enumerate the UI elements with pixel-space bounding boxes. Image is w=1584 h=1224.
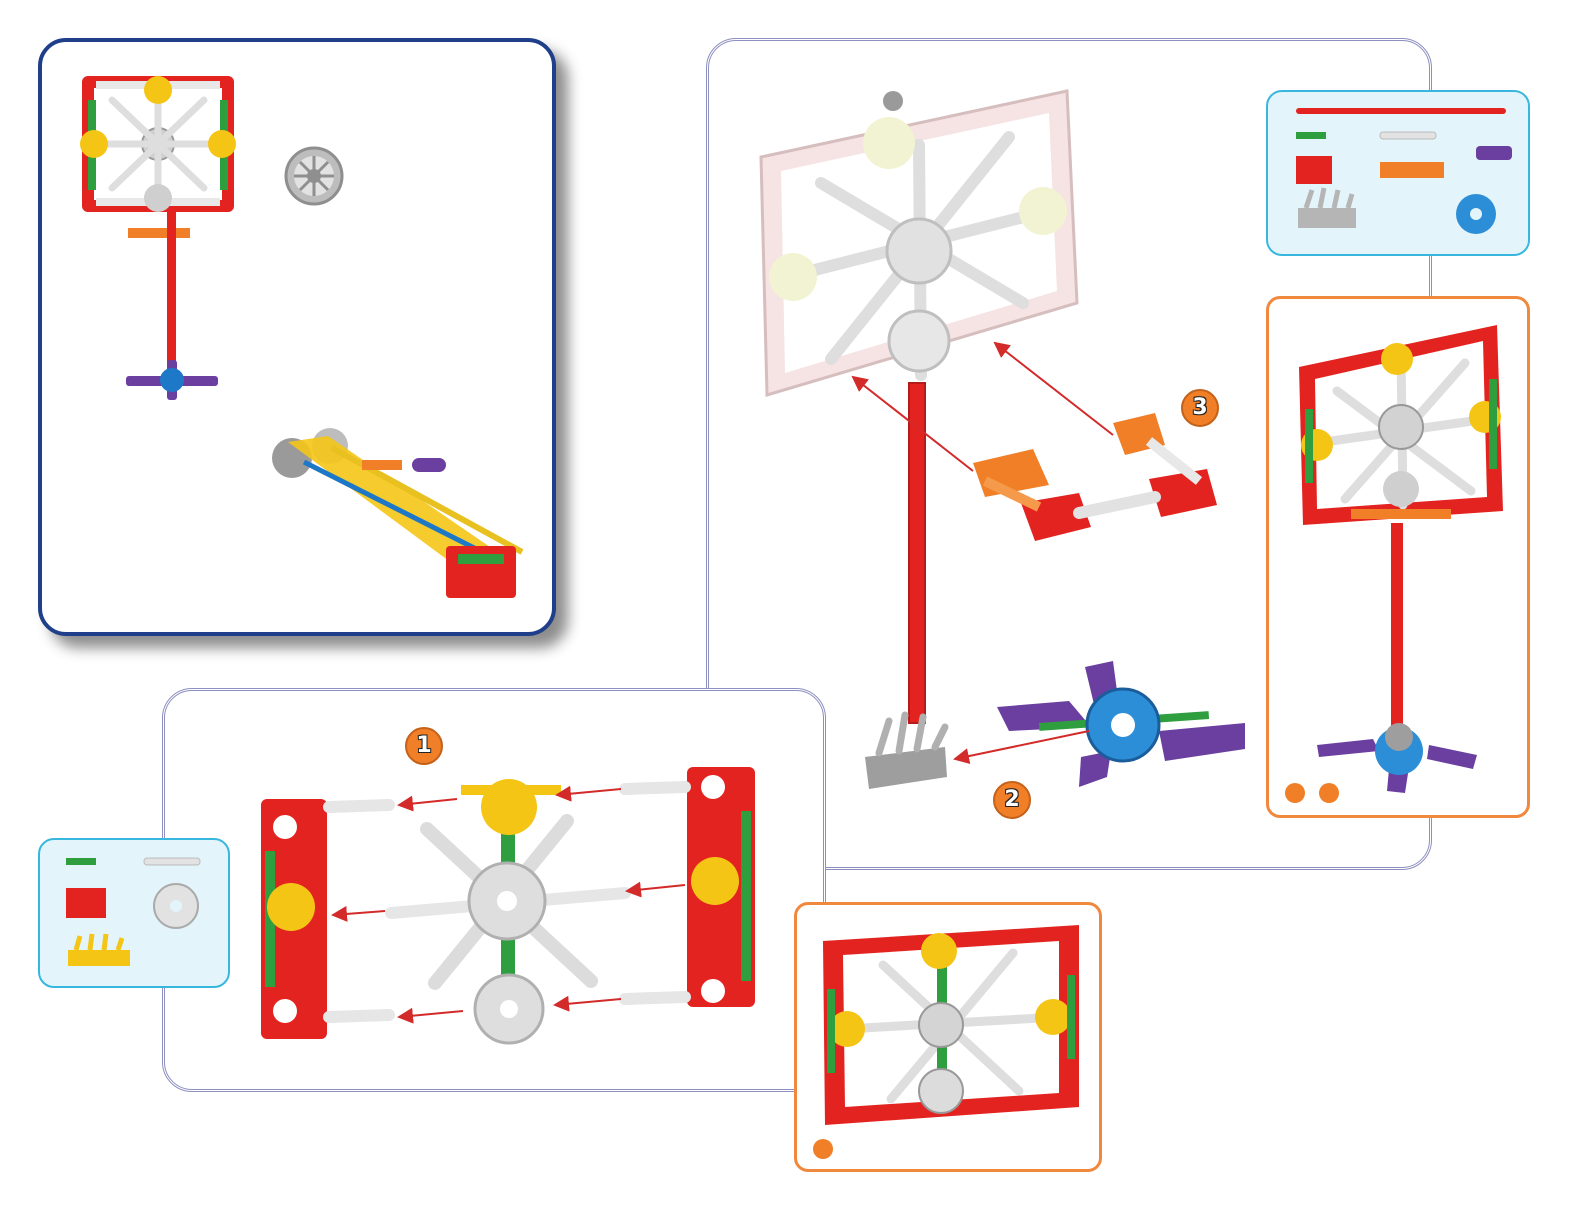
step-3-arrow-right	[995, 343, 1113, 435]
preview-sign-frame	[80, 76, 236, 238]
preview-wheel	[286, 148, 342, 204]
step-1-parts-illustration	[40, 840, 232, 990]
sign-pole	[909, 383, 925, 723]
step-3-result-illustration	[1269, 299, 1533, 821]
step-1-panel: 1	[162, 688, 826, 1092]
left-frame-part	[261, 799, 327, 1039]
result-3-dot-icon-2	[1319, 783, 1339, 803]
step-1-result-box	[794, 902, 1102, 1172]
step-1-arrow-1	[399, 799, 457, 805]
preview-sign-pole	[167, 212, 176, 372]
bottom-frame-piece	[973, 413, 1217, 541]
result-3-dot-icon-1	[1285, 783, 1305, 803]
model-preview-panel	[38, 38, 556, 636]
step-3-badge: 3	[1181, 389, 1219, 427]
step-1-arrow-2	[557, 789, 621, 795]
step-1-result-illustration	[797, 905, 1105, 1175]
step-1-arrow-6	[555, 999, 621, 1005]
purple-base-assembly	[997, 661, 1245, 787]
step-1-badge: 1	[405, 727, 443, 765]
step-3-parts-box	[1266, 90, 1530, 256]
step-1-illustration	[165, 691, 829, 1095]
step-3-result-box	[1266, 296, 1530, 818]
right-frame-part	[687, 767, 755, 1007]
step-1-parts-box	[38, 838, 230, 988]
step-2-badge: 2	[993, 781, 1031, 819]
step-1-arrow-4	[627, 885, 685, 891]
preview-sign-base	[126, 360, 218, 400]
faded-sign-frame	[761, 91, 1077, 395]
step-1-arrow-3	[333, 911, 385, 915]
step-2-arrow	[955, 731, 1089, 759]
preview-launcher-model	[272, 428, 522, 598]
step-1-arrow-5	[399, 1011, 463, 1017]
result-1-dot-icon	[813, 1139, 833, 1159]
pole-base-connector	[865, 715, 947, 789]
step-3-parts-illustration	[1268, 92, 1532, 258]
preview-models-illustration	[42, 42, 560, 640]
